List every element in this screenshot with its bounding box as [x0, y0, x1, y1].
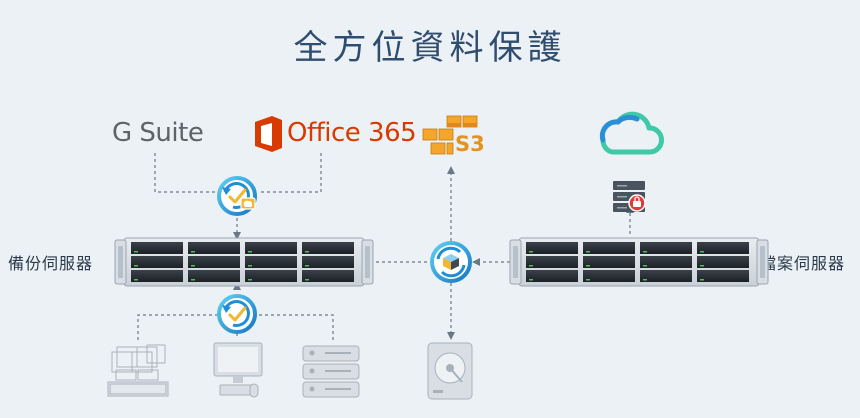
backup-badge-icon [217, 294, 257, 334]
backup-badge-icon [217, 176, 257, 216]
nas-rack-icon [509, 237, 769, 287]
virtual-machine-icon [107, 344, 169, 397]
nas-rack-icon [114, 237, 374, 287]
file-server-label: 檔案伺服器 [760, 254, 846, 273]
cloud-icon [599, 111, 664, 155]
office365-logo [255, 116, 282, 152]
backup-server-label: 備份伺服器 [8, 254, 94, 273]
pc-icon [213, 342, 263, 398]
page-title: 全方位資料保護 [293, 28, 567, 68]
replication-badge-icon [430, 241, 472, 283]
g-suite-logo-text: G Suite [112, 118, 204, 148]
s3-label: S3 [455, 132, 485, 156]
connector-lines [137, 153, 634, 340]
office365-logo-text: Office 365 [287, 118, 417, 148]
aws-s3-icon [422, 115, 478, 155]
secured-server-icon [613, 181, 646, 212]
server-icon [302, 345, 360, 398]
hard-drive-icon [427, 342, 473, 400]
